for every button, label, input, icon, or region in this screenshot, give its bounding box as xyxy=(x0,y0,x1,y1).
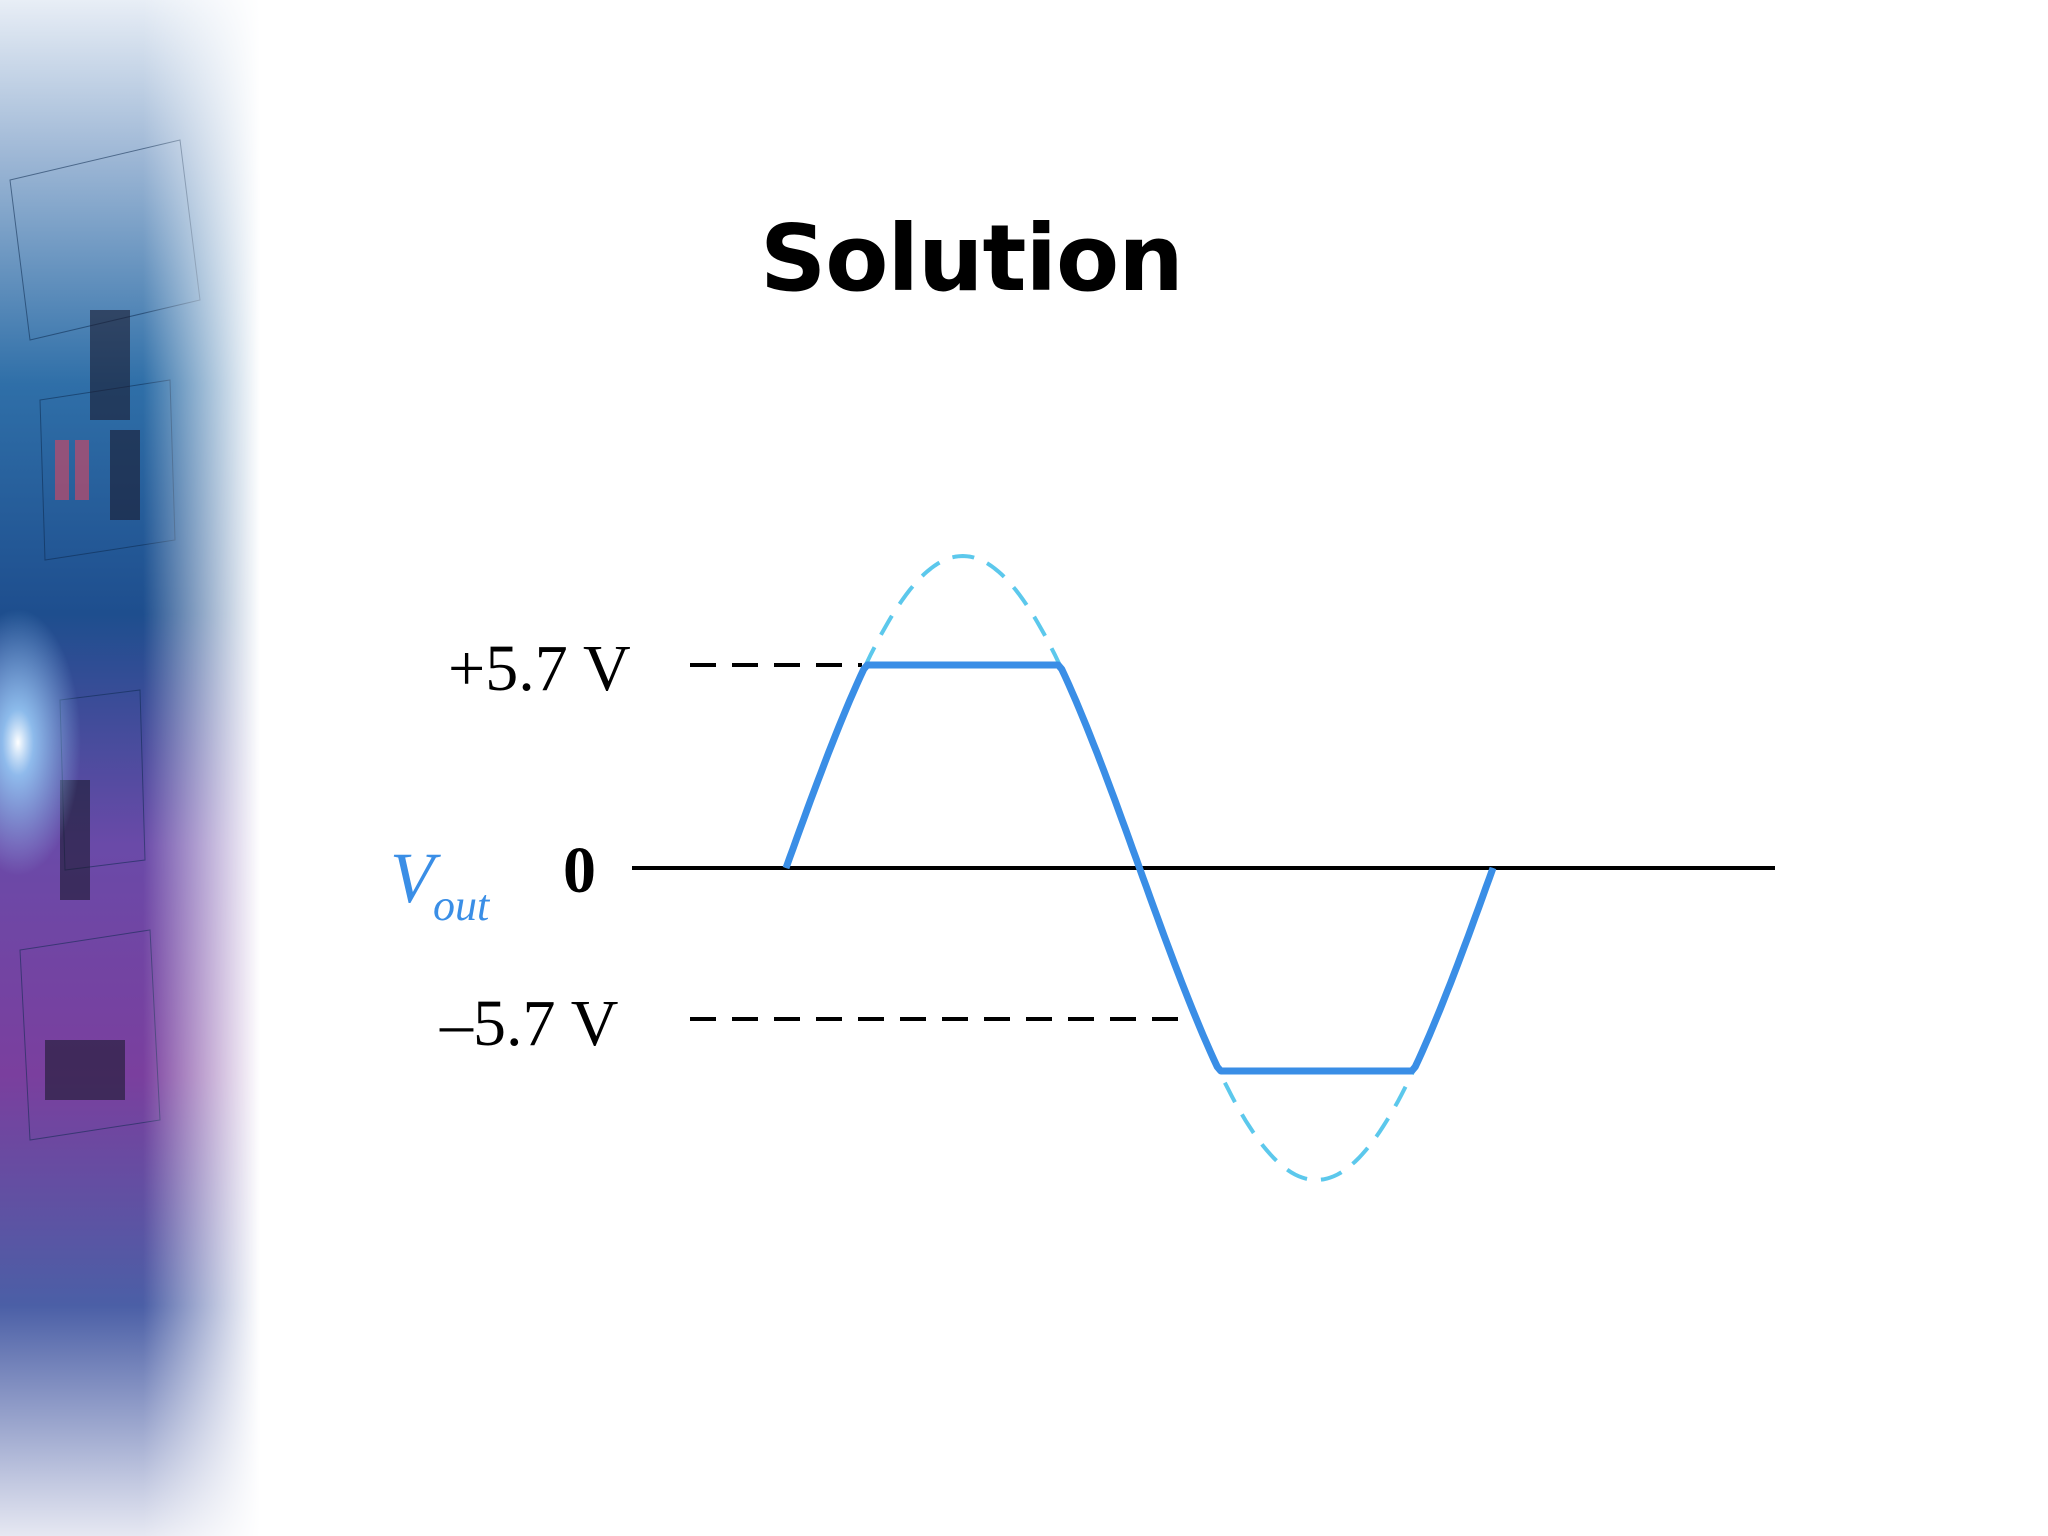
clipped-output-wave xyxy=(782,661,1497,1075)
vout-label: V out xyxy=(390,838,491,930)
circuit-board-image xyxy=(0,0,260,1536)
slide-title: Solution xyxy=(760,205,1184,312)
vout-subscript: out xyxy=(433,881,491,930)
positive-level-label: +5.7 V xyxy=(448,632,631,705)
negative-level-label: –5.7 V xyxy=(439,987,618,1060)
vout-main: V xyxy=(390,838,441,918)
zero-label: 0 xyxy=(563,834,596,907)
